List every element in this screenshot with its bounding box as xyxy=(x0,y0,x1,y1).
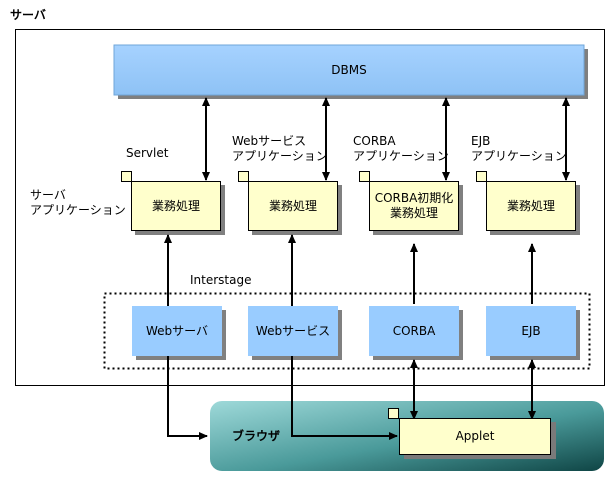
corba-app-label: CORBA アプリケーション xyxy=(353,134,449,163)
web-service-box: Webサービス xyxy=(248,306,338,356)
component-marker-webservice xyxy=(238,171,249,182)
business-process-box-webservice: 業務処理 xyxy=(248,181,338,231)
component-marker-applet xyxy=(388,408,399,419)
applet-box: Applet xyxy=(399,418,551,455)
servlet-label: Servlet xyxy=(126,146,169,160)
arrow-webservice-applet xyxy=(291,356,398,440)
business-process-box-corba: CORBA初期化 業務処理 xyxy=(369,181,459,231)
component-marker-servlet xyxy=(121,171,132,182)
server-app-label: サーバ アプリケーション xyxy=(30,188,126,217)
arrow-webserver-browser xyxy=(167,356,208,440)
server-label: サーバ xyxy=(10,8,46,22)
component-marker-ejb xyxy=(476,171,487,182)
server-frame xyxy=(15,29,605,386)
component-marker-corba xyxy=(359,171,370,182)
ejb-app-label: EJB アプリケーション xyxy=(471,134,567,163)
corba-box: CORBA xyxy=(369,306,459,356)
business-process-box-servlet: 業務処理 xyxy=(131,181,221,231)
web-server-box: Webサーバ xyxy=(132,306,222,356)
web-service-app-label: Webサービス アプリケーション xyxy=(232,134,328,163)
dbms-label: DBMS xyxy=(331,62,367,77)
business-process-box-ejb: 業務処理 xyxy=(486,181,576,231)
ejb-box: EJB xyxy=(486,306,576,356)
interstage-label: Interstage xyxy=(190,273,252,287)
browser-label: ブラウザ xyxy=(232,429,281,443)
dbms-box xyxy=(113,44,585,96)
